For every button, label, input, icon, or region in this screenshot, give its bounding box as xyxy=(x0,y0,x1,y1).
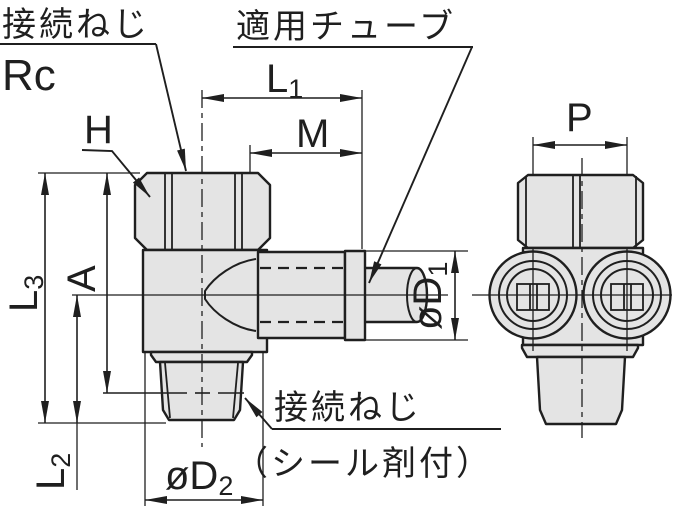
dim-label-M: M xyxy=(296,112,329,156)
dim-label-D1: øD1 xyxy=(406,262,453,330)
body-front xyxy=(141,248,269,354)
leader-thread-top xyxy=(155,43,187,172)
svg-text:L3: L3 xyxy=(2,275,49,312)
svg-text:A: A xyxy=(60,265,104,292)
label-connection-thread-top: 接続ねじ xyxy=(2,6,150,44)
leader-lines xyxy=(0,43,501,430)
svg-text:L2: L2 xyxy=(29,453,76,490)
dim-label-L3: L3 xyxy=(2,275,49,312)
dimension-lines xyxy=(38,90,628,506)
label-sealant-note: （シール剤付） xyxy=(234,445,493,483)
dim-label-H: H xyxy=(84,108,113,152)
leader-H xyxy=(81,149,151,198)
side-view xyxy=(472,158,672,438)
male-thread-side xyxy=(535,355,627,426)
thread-flange-side xyxy=(520,343,640,359)
dim-label-L1: L1 xyxy=(266,57,303,104)
dim-label-D2: øD2 xyxy=(165,454,233,501)
label-connection-thread-bottom: 接続ねじ xyxy=(274,389,422,427)
dim-label-P: P xyxy=(566,96,593,140)
leader-tube xyxy=(368,46,473,284)
dim-label-A: A xyxy=(60,265,104,292)
leader-thread-bottom xyxy=(244,397,273,430)
dim-label-L2: L2 xyxy=(29,453,76,490)
svg-text:øD1: øD1 xyxy=(406,262,453,330)
label-applicable-tube: 適用チューブ xyxy=(236,8,456,46)
label-thread-spec-rc: Rc xyxy=(2,51,56,100)
text-labels: 接続ねじ Rc 適用チューブ H L1 M P øD1 L3 A L2 øD2 … xyxy=(2,6,593,501)
